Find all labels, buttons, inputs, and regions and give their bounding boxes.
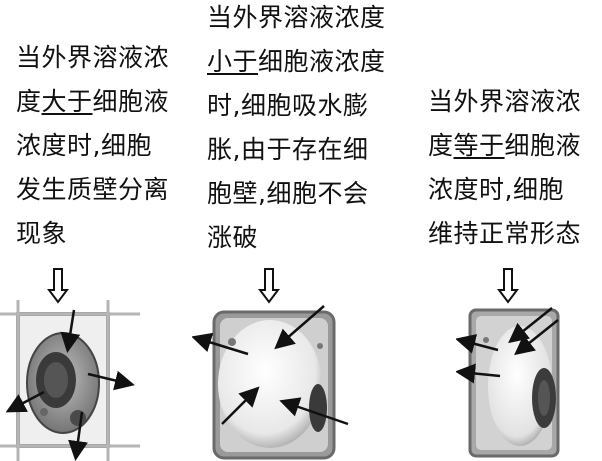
text: 当外界溶液浓	[428, 87, 581, 116]
hollow-down-arrow-icon	[47, 268, 69, 304]
middle-caption: 当外界溶液浓度 小于细胞液浓度 时,细胞吸水膨 胀,由于存在细 胞壁,细胞不会 …	[207, 0, 386, 260]
text: 发生质壁分离	[16, 175, 169, 204]
right-line-4: 维持正常形态	[428, 212, 581, 256]
middle-line-2: 小于细胞液浓度	[207, 40, 386, 84]
left-line-5: 现象	[16, 212, 169, 256]
hollow-down-arrow-icon	[258, 268, 280, 304]
left-line-2: 度大于细胞液	[16, 80, 169, 124]
right-line-2: 度等于细胞液	[428, 124, 581, 168]
underlined-text: 大于	[42, 87, 93, 116]
right-caption: 当外界溶液浓 度等于细胞液 浓度时,细胞 维持正常形态	[428, 80, 581, 256]
hollow-down-arrow-icon	[497, 268, 519, 304]
left-line-3: 浓度时,细胞	[16, 124, 169, 168]
text: 浓度时,细胞	[428, 175, 564, 204]
text: 细胞液	[505, 131, 582, 160]
text: 度	[16, 87, 42, 116]
text: 胞壁,细胞不会	[207, 179, 368, 208]
text: 细胞液	[93, 87, 170, 116]
left-line-4: 发生质壁分离	[16, 168, 169, 212]
left-line-1: 当外界溶液浓	[16, 36, 169, 80]
text: 浓度时,细胞	[16, 131, 152, 160]
text: 当外界溶液浓	[16, 43, 169, 72]
plasmolyzed-cell	[0, 300, 140, 461]
text: 胀,由于存在细	[207, 135, 368, 164]
middle-line-6: 涨破	[207, 216, 386, 260]
middle-line-4: 胀,由于存在细	[207, 128, 386, 172]
text: 现象	[16, 219, 67, 248]
left-caption: 当外界溶液浓 度大于细胞液 浓度时,细胞 发生质壁分离 现象	[16, 36, 169, 256]
right-line-1: 当外界溶液浓	[428, 80, 581, 124]
middle-line-1: 当外界溶液浓度	[207, 0, 386, 40]
swollen-cell	[192, 300, 352, 461]
middle-line-3: 时,细胞吸水膨	[207, 84, 386, 128]
text: 时,细胞吸水膨	[207, 91, 368, 120]
middle-line-5: 胞壁,细胞不会	[207, 172, 386, 216]
text: 涨破	[207, 223, 258, 252]
underlined-text: 小于	[207, 47, 258, 76]
underlined-text: 等于	[454, 131, 505, 160]
text: 度	[428, 131, 454, 160]
normal-cell	[456, 300, 566, 461]
text: 当外界溶液浓度	[207, 3, 386, 32]
text: 细胞液浓度	[258, 47, 386, 76]
right-line-3: 浓度时,细胞	[428, 168, 581, 212]
text: 维持正常形态	[428, 219, 581, 248]
